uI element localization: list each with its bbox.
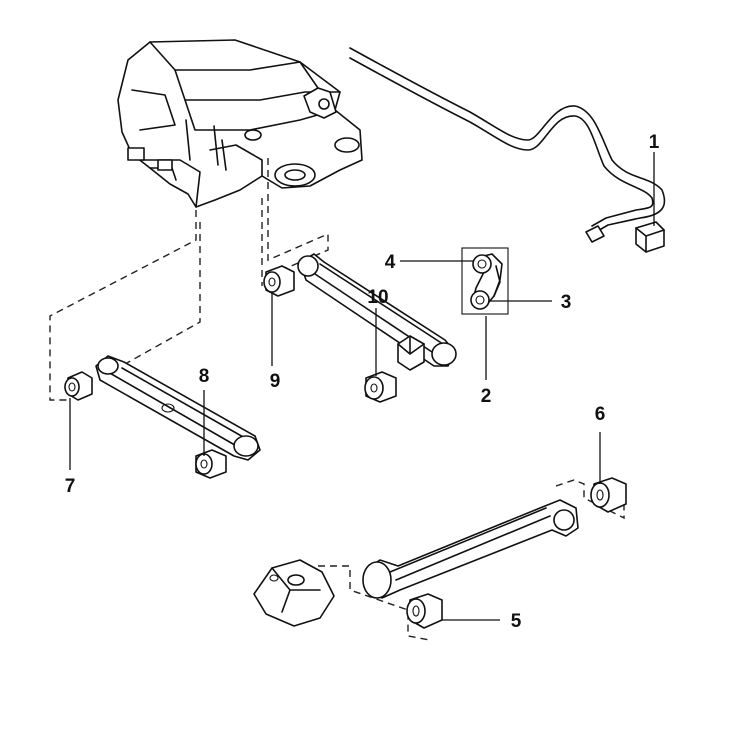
bushing-7 [64, 371, 93, 401]
rear-subframe [117, 39, 363, 208]
trailing-arm [253, 477, 627, 641]
leader-lines [69, 152, 655, 621]
upper-link-arm [263, 253, 457, 403]
lower-link-arm [64, 355, 261, 479]
bushing-6 [590, 477, 627, 513]
mounting-guide-lines [49, 158, 329, 401]
stabilizer-bar [349, 47, 666, 253]
bushing-5 [406, 593, 443, 629]
bushing-9 [263, 265, 295, 297]
callout-8: 8 [199, 366, 210, 387]
callout-6: 6 [595, 404, 606, 425]
callout-5: 5 [511, 611, 522, 632]
callout-4: 4 [385, 252, 396, 273]
callout-labels: 1 2 3 4 5 6 7 8 9 10 [65, 132, 660, 632]
stabilizer-link [461, 247, 509, 315]
trailing-arm-bracket [253, 559, 335, 627]
bushing-8 [195, 449, 227, 479]
stabilizer-bushing [635, 221, 665, 253]
bushing-10 [364, 371, 397, 403]
callout-2: 2 [481, 386, 492, 407]
callout-3: 3 [561, 292, 572, 313]
callout-9: 9 [270, 371, 281, 392]
callout-10: 10 [367, 287, 388, 308]
callout-7: 7 [65, 476, 76, 497]
callout-1: 1 [649, 132, 660, 153]
